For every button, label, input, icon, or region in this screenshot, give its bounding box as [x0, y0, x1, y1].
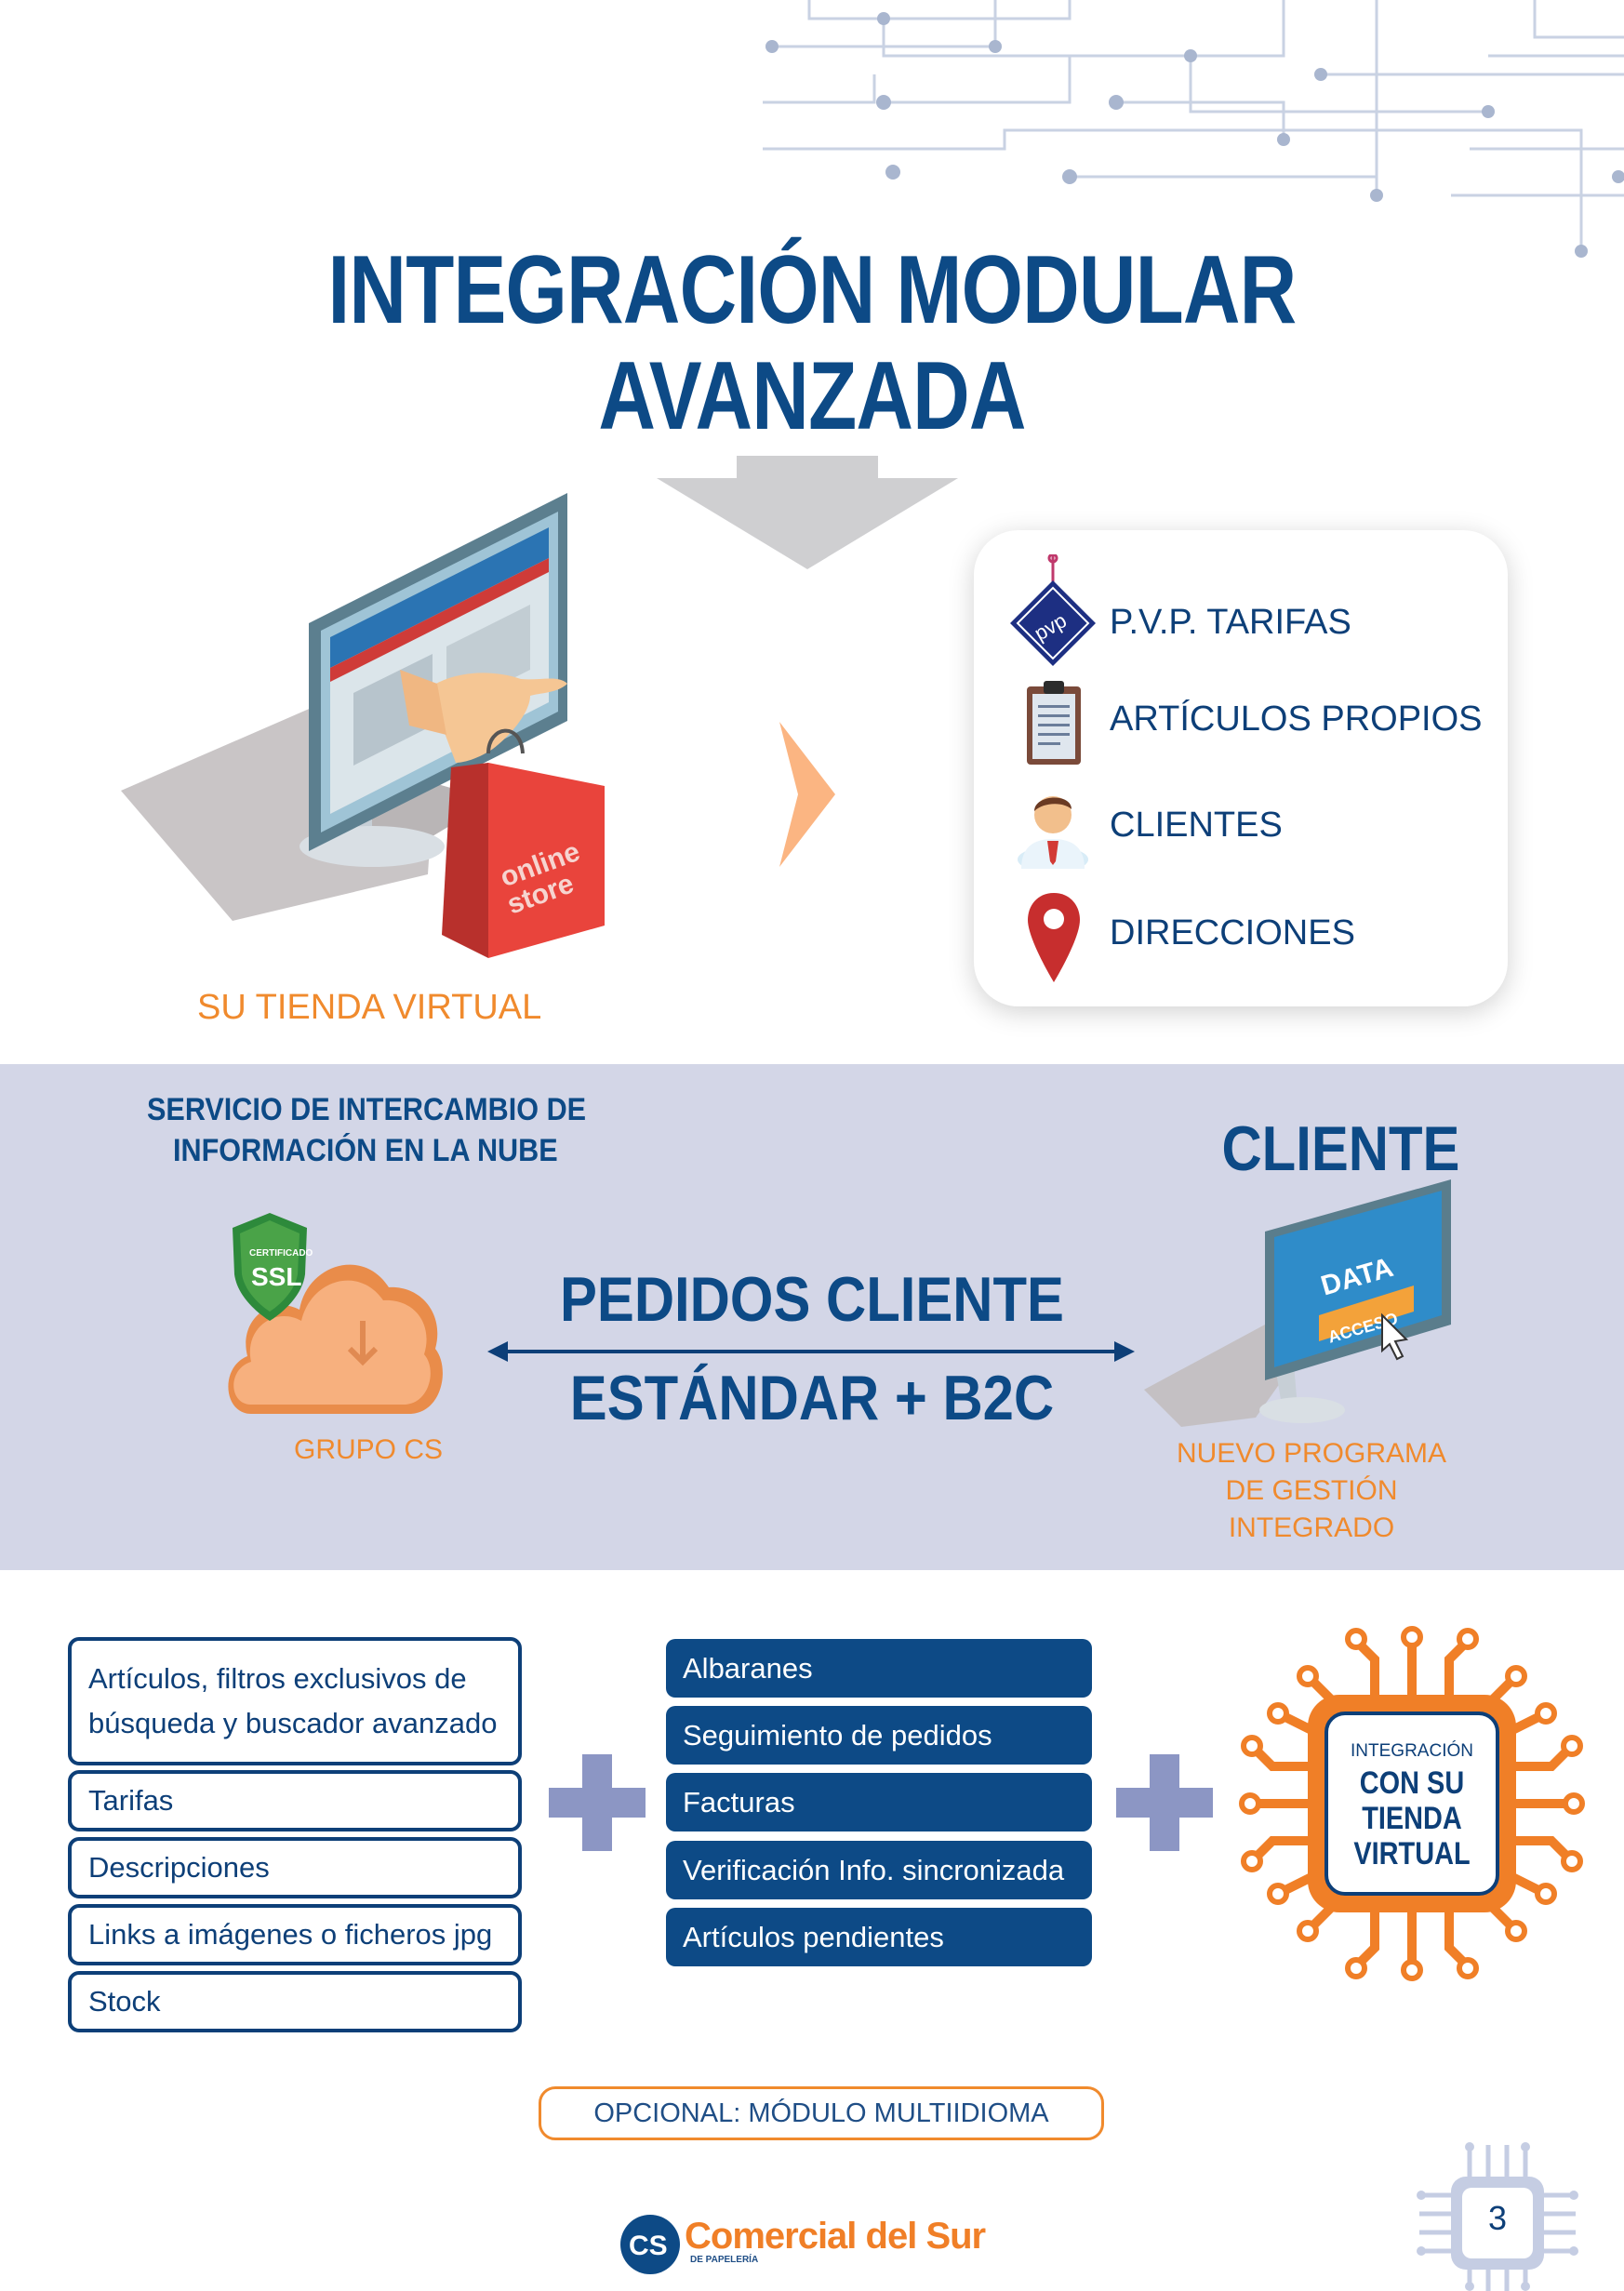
brand-tagline: DE PAPELERÍA — [690, 2255, 759, 2265]
circuit-decoration — [763, 0, 1624, 258]
chip-text-line-4: VIRTUAL — [1353, 1836, 1471, 1871]
list-item-articulos-line-2: búsqueda y buscador avanzado — [88, 1707, 498, 1739]
cloud-caption: GRUPO CS — [294, 1434, 444, 1465]
ssl-big-text: SSL — [251, 1262, 301, 1291]
list-item-descripciones: Descripciones — [68, 1837, 522, 1898]
price-tag-icon: pvp — [1010, 554, 1096, 666]
list-item-facturas: Facturas — [666, 1773, 1092, 1831]
list-item-articulos: Artículos, filtros exclusivos de búsqued… — [68, 1637, 522, 1765]
chip-text-line-2: CON SU — [1359, 1765, 1465, 1801]
feature-articulos-propios: ARTÍCULOS PROPIOS — [1110, 699, 1483, 739]
list-item-links: Links a imágenes o ficheros jpg — [68, 1904, 522, 1965]
page-chip-icon — [1417, 2142, 1578, 2291]
double-arrow-icon — [487, 1341, 1135, 1362]
orders-line-1: PEDIDOS CLIENTE — [560, 1264, 1064, 1335]
list-item-seguimiento: Seguimiento de pedidos — [666, 1706, 1092, 1765]
page-title-line-2: AVANZADA — [598, 342, 1026, 450]
plus-icon-vertical — [582, 1754, 612, 1851]
person-icon — [1018, 796, 1088, 869]
optional-module-pill: OPCIONAL: MÓDULO MULTIIDIOMA — [539, 2086, 1104, 2140]
feature-pvp-tarifas: P.V.P. TARIFAS — [1110, 603, 1351, 642]
list-item-verificacion: Verificación Info. sincronizada — [666, 1841, 1092, 1899]
program-caption-line-2: DE GESTIÓN — [1225, 1475, 1398, 1506]
list-item-stock: Stock — [68, 1971, 522, 2032]
page-title-line-1: INTEGRACIÓN MODULAR — [327, 236, 1298, 344]
program-caption-line-3: INTEGRADO — [1228, 1512, 1395, 1543]
client-title: CLIENTE — [1221, 1113, 1460, 1184]
feature-direcciones: DIRECCIONES — [1110, 913, 1355, 952]
arrow-right-icon — [779, 722, 835, 867]
chip-text-line-3: TIENDA — [1362, 1801, 1462, 1836]
plus-icon-vertical — [1150, 1754, 1179, 1851]
data-monitor-illustration: DATA ACCESO — [1144, 1179, 1451, 1427]
cloud-ssl-illustration: CERTIFICADO SSL — [228, 1213, 443, 1414]
orders-line-2: ESTÁNDAR + B2C — [569, 1363, 1055, 1433]
ssl-small-text: CERTIFICADO — [249, 1248, 313, 1259]
program-caption-line-1: NUEVO PROGRAMA — [1176, 1438, 1447, 1469]
logo-mark-icon: CS — [620, 2215, 680, 2274]
online-store-illustration: online store — [121, 493, 605, 958]
service-title-line-1: SERVICIO DE INTERCAMBIO DE — [147, 1092, 587, 1127]
list-item-articulos-line-1: Artículos, filtros exclusivos de — [88, 1662, 467, 1695]
feature-clientes: CLIENTES — [1110, 806, 1283, 845]
list-item-tarifas: Tarifas — [68, 1770, 522, 1831]
page-number: 3 — [1487, 2199, 1508, 2237]
brand-name: Comercial del Sur — [685, 2216, 986, 2257]
location-pin-icon — [1028, 893, 1080, 982]
store-caption: SU TIENDA VIRTUAL — [197, 988, 542, 1027]
arrow-down-icon — [657, 456, 958, 569]
chip-text-line-1: INTEGRACIÓN — [1351, 1741, 1473, 1761]
logo-mark-text: CS — [629, 2231, 668, 2261]
service-title-line-2: INFORMACIÓN EN LA NUBE — [173, 1133, 558, 1168]
list-item-pendientes: Artículos pendientes — [666, 1908, 1092, 1966]
chip-icon — [1239, 1626, 1585, 1981]
list-item-albaranes: Albaranes — [666, 1639, 1092, 1698]
clipboard-icon — [1027, 681, 1081, 765]
